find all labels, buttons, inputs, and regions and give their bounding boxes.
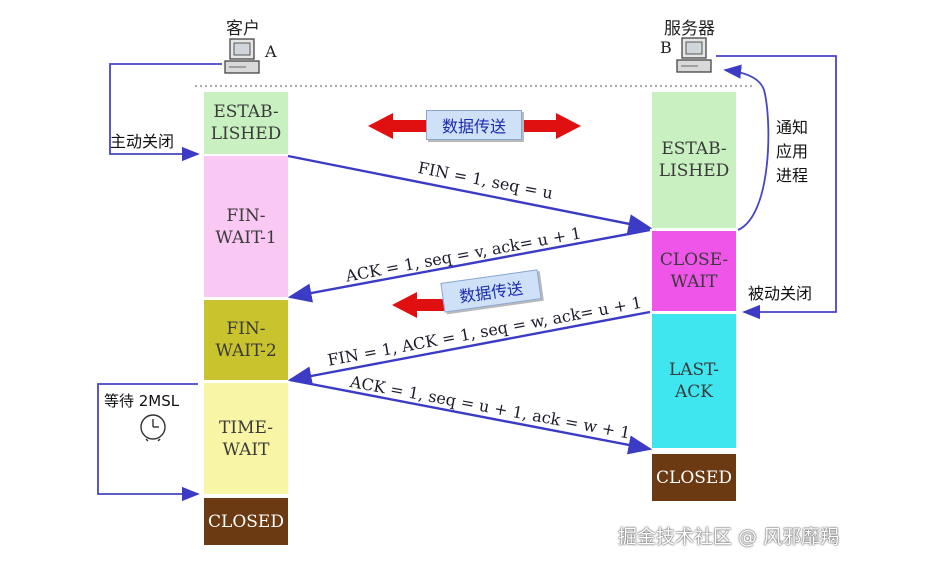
msg-ack-arrow [287,228,651,303]
server-state-last-ack: LAST- ACK [652,314,736,448]
server-state-established: ESTAB- LISHED [652,92,736,228]
client-label: 客户 [226,19,260,39]
client-state-time-wait: TIME- WAIT [204,383,288,494]
client-state-established: ESTAB- LISHED [204,92,288,154]
notify-app-curve [723,64,770,231]
active-close-loop [109,63,222,162]
wait-2msl-label: 等待 2MSL [104,392,180,410]
passive-close-loop [716,55,837,320]
client-state-fin-wait-1: FIN- WAIT-1 [204,156,288,297]
active-close-label: 主动关闭 [110,132,175,151]
client-state-fin-wait-2: FIN- WAIT-2 [204,300,288,380]
client-state-closed: CLOSED [204,498,288,545]
wait-2msl-loop [97,383,200,502]
data-transfer-badge-top: 数据传送 [426,110,522,140]
clock-icon [138,412,168,442]
server-state-closed: CLOSED [652,454,736,501]
notify-app-label: 通知 应用 进程 [776,118,809,185]
server-label: 服务器 [664,19,715,39]
server-computer-icon [676,36,716,76]
client-letter: A [265,42,277,61]
passive-close-label: 被动关闭 [748,284,813,303]
watermark: 掘金技术社区 @ 风邪靡羯 [618,526,840,548]
server-state-close-wait: CLOSE- WAIT [652,231,736,311]
msg-finack-arrow [287,310,651,386]
server-letter: B [660,38,672,57]
client-computer-icon [224,37,264,77]
msg-fin-arrow [287,154,653,234]
msg-lastack-arrow [289,378,653,455]
red-left-arrow [392,292,455,318]
